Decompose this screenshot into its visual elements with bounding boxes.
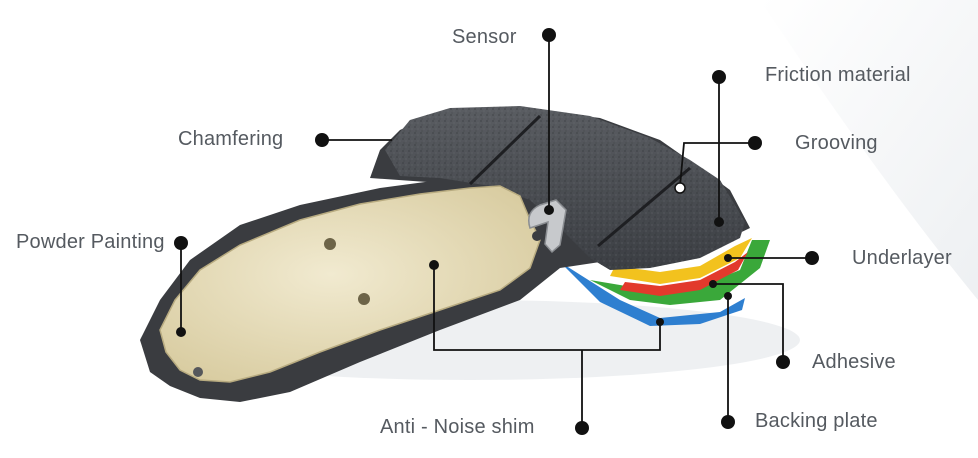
dot-underlayer-end [724, 254, 732, 262]
label-adhesive: Adhesive [812, 351, 896, 373]
dot-antinoise-end [656, 318, 664, 326]
groove-1 [468, 114, 542, 186]
dot-backing [721, 415, 735, 429]
dot-sensor-top [542, 28, 556, 42]
label-anti-noise-shim: Anti - Noise shim [380, 416, 535, 438]
layer-red [620, 252, 748, 296]
rivet-2 [358, 293, 370, 305]
dot-backing-end [724, 292, 732, 300]
label-friction-material: Friction material [765, 64, 911, 86]
background-sweep [760, 0, 978, 300]
dot-grooving-end [674, 182, 686, 194]
dot-adhesive-end [709, 280, 717, 288]
dot-underlayer [805, 251, 819, 265]
anti-noise-shim-shape [160, 186, 540, 382]
sensor-hole [532, 231, 542, 241]
leader-dots [174, 28, 819, 435]
dot-chamfering [315, 133, 329, 147]
label-grooving: Grooving [795, 132, 878, 154]
dot-friction-end [714, 217, 724, 227]
label-powder-painting: Powder Painting [16, 231, 165, 253]
rivet-1 [324, 238, 336, 250]
label-sensor: Sensor [452, 26, 517, 48]
dot-antinoise-bottom [575, 421, 589, 435]
rivet-3 [193, 367, 203, 377]
label-backing-plate: Backing plate [755, 410, 878, 432]
dot-powder-end [176, 327, 186, 337]
friction-speckle [385, 106, 745, 270]
leader-lines [180, 35, 812, 428]
label-underlayer: Underlayer [852, 247, 952, 269]
sensor-clip [528, 199, 567, 254]
layer-yellow [610, 238, 752, 284]
dot-antinoise-start [429, 260, 439, 270]
leader-antinoise [433, 265, 661, 428]
dot-sensor-end [544, 205, 554, 215]
layer-blue [560, 262, 745, 326]
dot-adhesive [776, 355, 790, 369]
label-chamfering: Chamfering [178, 128, 284, 150]
leader-grooving [679, 142, 755, 187]
dot-grooving [748, 136, 762, 150]
dot-friction-top [712, 70, 726, 84]
groove-2 [597, 166, 691, 248]
dot-powder-top [174, 236, 188, 250]
leader-adhesive [713, 283, 784, 362]
